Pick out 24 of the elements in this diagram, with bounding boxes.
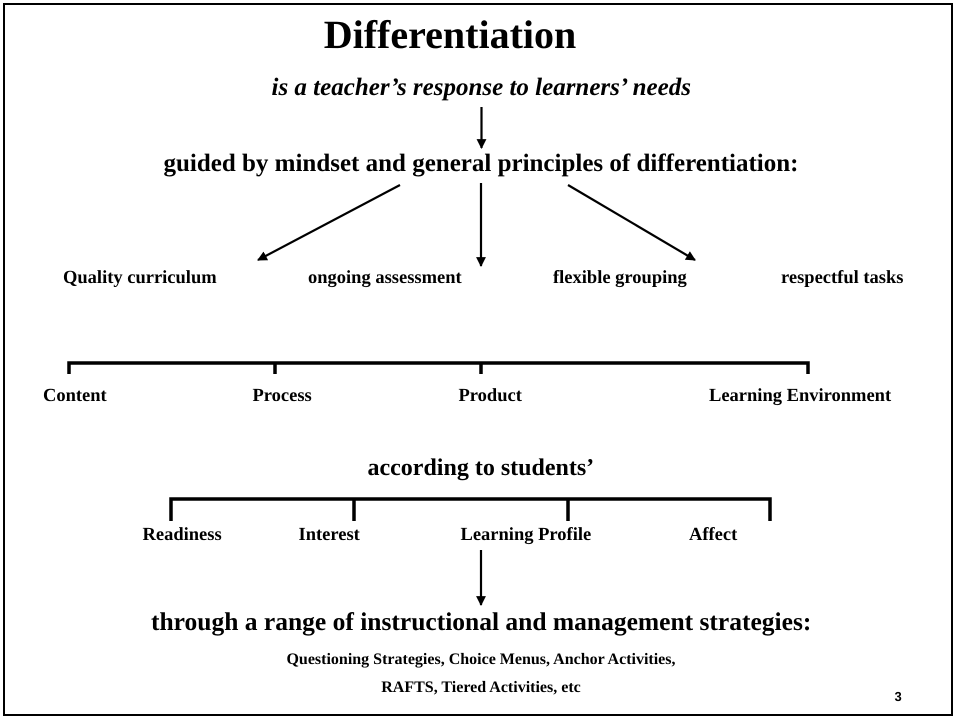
text-label: Learning Profile bbox=[460, 525, 592, 546]
strategy-list: Questioning Strategies, Choice Menus, Anchor Activities, RAFTS, Tiered Activities, etc bbox=[271, 646, 691, 702]
arrow bbox=[476, 107, 486, 149]
text-label: is a teacher’s response to learners’ needs bbox=[272, 74, 691, 103]
title: Differentiation bbox=[322, 12, 578, 58]
text-label: flexible grouping bbox=[553, 268, 687, 290]
page-number: 3 bbox=[894, 690, 902, 705]
arrow bbox=[476, 183, 486, 267]
text-label: Content bbox=[43, 386, 107, 408]
text-label: Affect bbox=[689, 525, 738, 546]
text-label: through a range of instructional and management strategies: bbox=[151, 607, 812, 636]
text-label: Learning Environment bbox=[709, 386, 892, 408]
text-label: Product bbox=[458, 386, 522, 408]
text-label: Interest bbox=[298, 525, 360, 546]
text-label: Process bbox=[252, 386, 312, 408]
arrow bbox=[567, 184, 696, 261]
text-label: according to students’ bbox=[368, 455, 594, 483]
text-label: guided by mindset and general principles of differentiation: bbox=[164, 150, 798, 179]
arrow bbox=[476, 550, 486, 606]
text-label: Quality curriculum bbox=[63, 268, 217, 290]
arrow bbox=[257, 184, 401, 261]
text-label: ongoing assessment bbox=[308, 268, 462, 290]
text-label: Readiness bbox=[142, 525, 222, 546]
text-label: respectful tasks bbox=[781, 268, 904, 290]
